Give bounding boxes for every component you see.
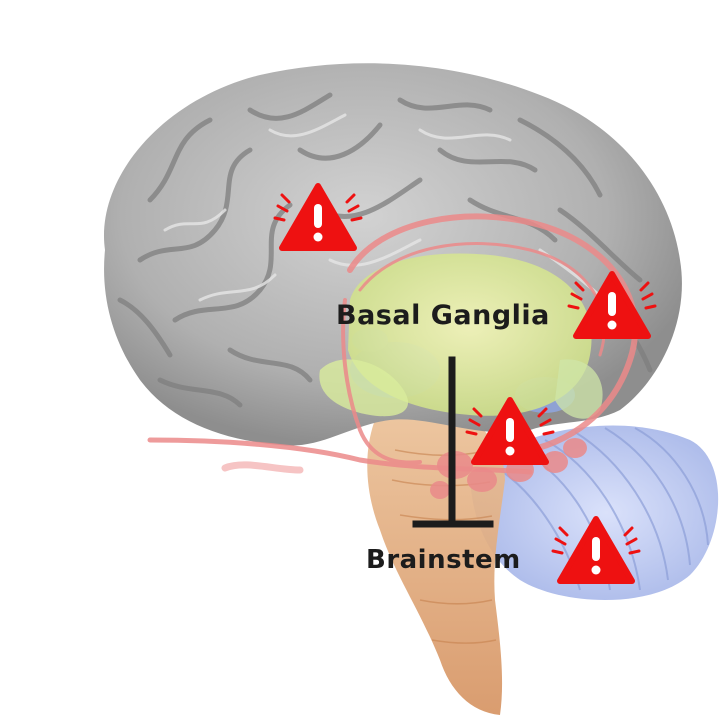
warning-triangle-icon [273,183,363,251]
warning-midbrain [465,397,555,465]
warning-brainstem [551,516,641,584]
basal-ganglia-structure [319,253,603,419]
basal-ganglia-label: Basal Ganglia [336,300,550,331]
warning-basal-ganglia [567,271,657,339]
warning-triangle-icon [567,271,657,339]
warning-triangle-icon [465,397,555,465]
warning-cortex [273,183,363,251]
inhibition-arrow-icon [412,356,494,528]
brainstem-label: Brainstem [366,545,521,575]
warning-triangle-icon [551,516,641,584]
